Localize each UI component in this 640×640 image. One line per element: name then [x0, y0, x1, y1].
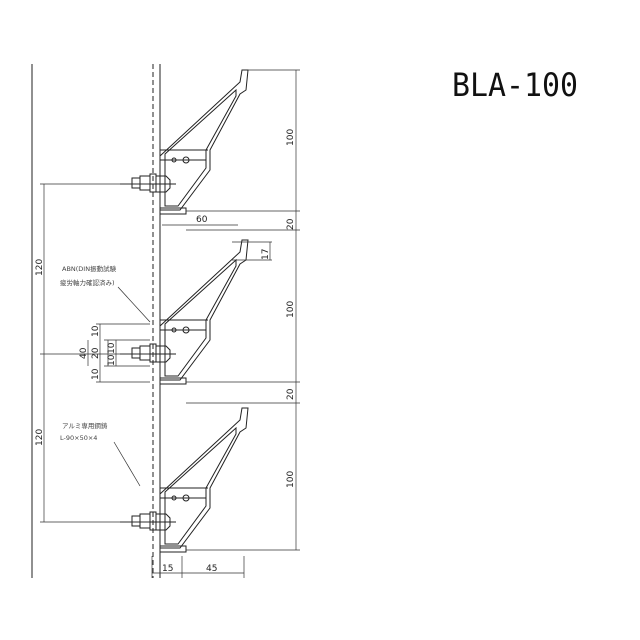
louver-bracket — [120, 407, 249, 553]
angle-note-line2: L-90×50×4 — [60, 434, 97, 442]
dim-20: 20 — [91, 347, 101, 359]
dim-pitch-1: 120 — [35, 259, 45, 276]
louver-bracket — [120, 69, 249, 215]
bottom-dimension-lines — [151, 556, 245, 578]
right-dimension-lines — [186, 69, 300, 551]
louver-group — [120, 69, 249, 553]
dim-bottom-15: 15 — [162, 564, 173, 574]
abn-note-line1: ABN(DIN振動試験 — [62, 264, 117, 273]
dim-louver-height-3: 100 — [286, 471, 296, 488]
dim-10-mid-b: 10 — [107, 354, 117, 366]
abn-note-line2: 疲労軸力確認済み) — [60, 278, 115, 287]
dim-gap-1: 20 — [286, 218, 296, 230]
dim-bottom-45: 45 — [206, 564, 217, 574]
dim-depth: 60 — [196, 215, 208, 225]
dim-tip: 17 — [261, 249, 271, 260]
dim-gap-2: 20 — [286, 388, 296, 400]
left-pitch-dimension-lines — [40, 183, 150, 523]
dim-40: 40 — [79, 347, 89, 359]
dim-10-bottom: 10 — [91, 368, 101, 380]
dim-pitch-2: 120 — [35, 429, 45, 446]
angle-leader-line — [113, 441, 141, 487]
dim-louver-height-1: 100 — [286, 129, 296, 146]
dim-10-mid-a: 10 — [107, 342, 117, 354]
dim-louver-height-2: 100 — [286, 301, 296, 318]
angle-note-line1: アルミ専用鋼鋳 — [62, 421, 108, 430]
abn-leader-line — [117, 286, 151, 323]
bolt-detail-dimension-lines — [87, 323, 150, 383]
dim-10-top: 10 — [91, 325, 101, 337]
louver-bracket — [120, 239, 249, 385]
drawing-title: BLA-100 — [452, 66, 578, 104]
